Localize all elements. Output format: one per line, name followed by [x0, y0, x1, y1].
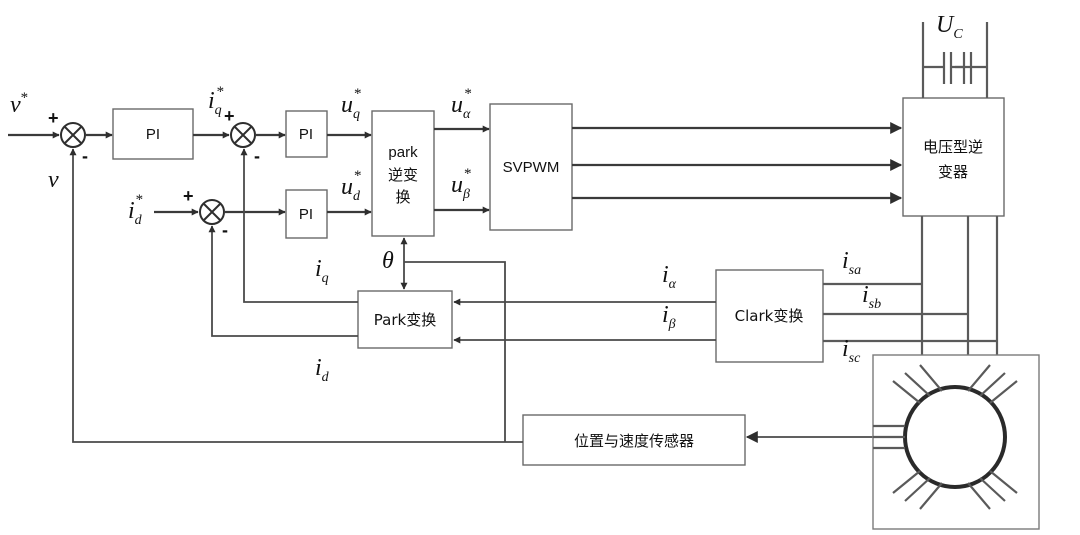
sensor-block: 位置与速度传感器	[522, 414, 746, 466]
label-ualpha-ref: uα*	[451, 86, 472, 122]
forward-wires	[8, 122, 903, 216]
svg-text:PI: PI	[146, 126, 160, 143]
label-uc: UC	[936, 12, 963, 42]
pi-speed-block: PI	[112, 108, 194, 160]
label-id-feedback: id	[315, 355, 330, 385]
svg-text:Clark变换: Clark变换	[735, 307, 804, 325]
motor	[872, 354, 1040, 530]
dc-link-capacitors	[921, 22, 989, 98]
label-iq-feedback: iq	[315, 256, 329, 286]
label-isc: isc	[842, 336, 861, 366]
svg-text:PI: PI	[299, 126, 313, 143]
svpwm-block: SVPWM	[489, 103, 573, 231]
clark-block: Clark变换	[715, 269, 824, 363]
svg-text:位置与速度传感器: 位置与速度传感器	[574, 432, 694, 450]
svg-text:换: 换	[395, 188, 410, 206]
svg-text:+: +	[224, 106, 235, 126]
svg-text:逆变: 逆变	[388, 166, 418, 184]
inverter-block: 电压型逆 变器	[902, 97, 1005, 217]
label-i-beta: iβ	[662, 302, 676, 332]
label-ubeta-ref: uβ*	[451, 166, 471, 202]
sum-junction-speed	[60, 122, 86, 148]
pi-id-block: PI	[285, 189, 328, 239]
label-iq-ref: iq*	[208, 84, 224, 118]
svg-text:Park变换: Park变换	[374, 311, 436, 329]
label-uq-ref: uq*	[341, 86, 362, 122]
svg-text:park: park	[388, 144, 418, 161]
park-block: Park变换	[357, 290, 453, 349]
sum-junction-iq	[230, 122, 256, 148]
label-id-ref: id*	[128, 192, 143, 228]
label-v-ref: v*	[10, 90, 28, 118]
svg-text:PI: PI	[299, 206, 313, 223]
svg-text:-: -	[82, 146, 88, 166]
label-theta: θ	[382, 248, 394, 274]
label-isa: isa	[842, 248, 861, 278]
phase-lines	[823, 216, 999, 355]
svg-text:+: +	[48, 108, 59, 128]
label-i-alpha: iα	[662, 262, 677, 292]
junction-signs: + - + - + -	[48, 106, 260, 240]
svg-text:-: -	[222, 220, 228, 240]
park-inverse-block: park 逆变 换	[371, 110, 435, 237]
svg-text:变器: 变器	[938, 163, 968, 181]
svg-text:SVPWM: SVPWM	[503, 159, 560, 176]
svg-text:+: +	[183, 186, 194, 206]
pi-iq-block: PI	[285, 110, 328, 158]
svg-text:-: -	[254, 146, 260, 166]
sum-junction-id	[199, 199, 225, 225]
label-v-feedback: v	[48, 167, 59, 193]
svg-text:电压型逆: 电压型逆	[923, 138, 983, 156]
feedback-wires	[69, 148, 873, 443]
label-isb: isb	[862, 282, 881, 312]
label-ud-ref: ud*	[341, 168, 362, 204]
